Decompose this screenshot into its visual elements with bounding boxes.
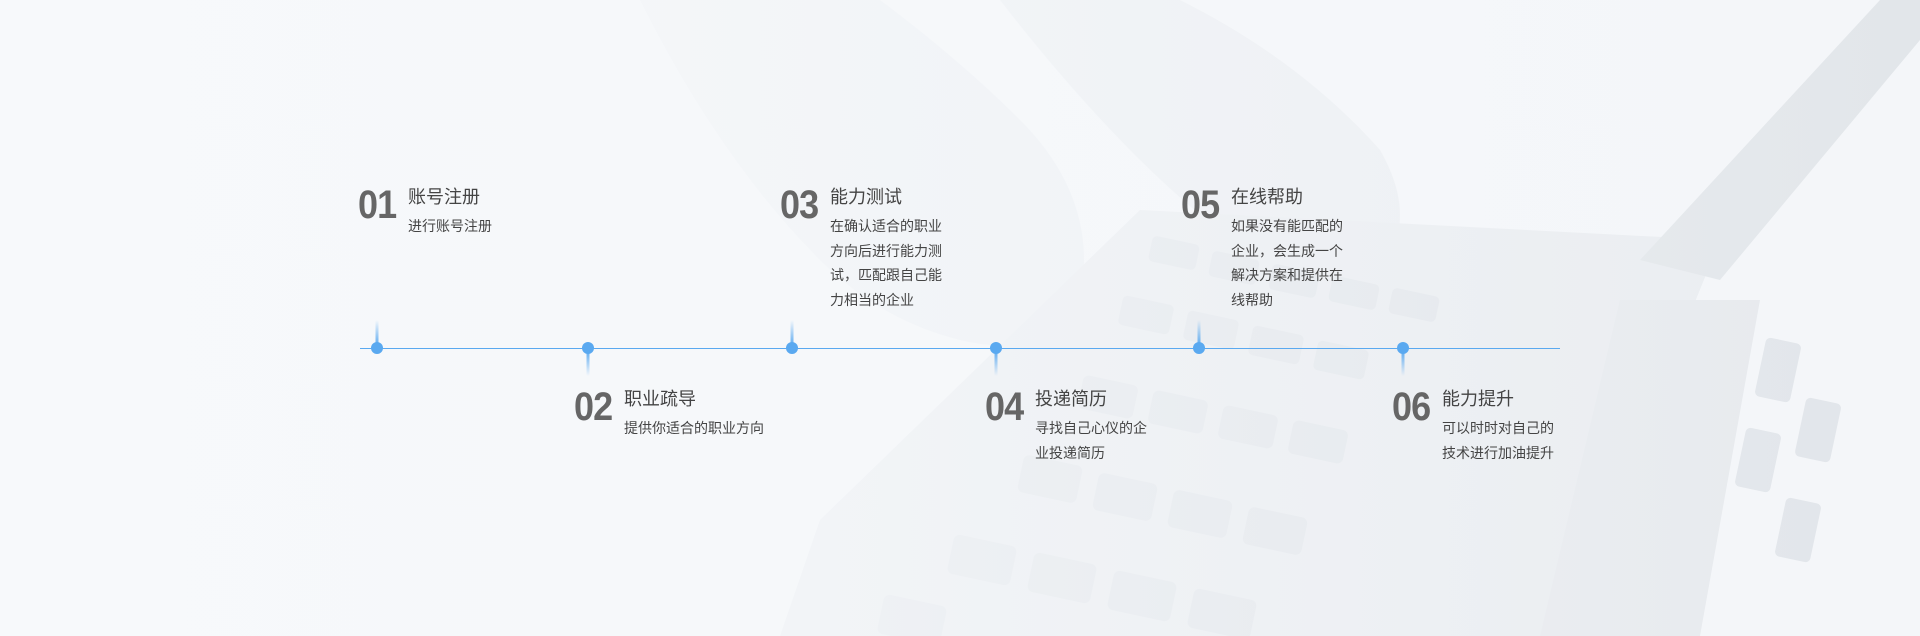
timeline-dot [786, 342, 798, 354]
step-description-line: 方向后进行能力测 [830, 243, 942, 260]
step-description-line: 技术进行加油提升 [1442, 445, 1554, 462]
timeline-pointer [994, 350, 998, 376]
step-description: 提供你适合的职业方向 [624, 417, 764, 442]
timeline-pointer [1401, 350, 1405, 376]
step-title: 账号注册 [408, 187, 480, 208]
step-number: 05 [1181, 183, 1220, 227]
timeline-pointer [375, 320, 379, 346]
step-description-line: 如果没有能匹配的 [1231, 219, 1343, 235]
step-title: 能力测试 [830, 187, 902, 208]
step-description-line: 业投递简历 [1035, 445, 1105, 462]
timeline-step: 03 能力测试在确认适合的职业方向后进行能力测试，匹配跟自己能力相当的企业 [780, 185, 942, 313]
timeline-step: 02 职业疏导提供你适合的职业方向 [574, 387, 764, 442]
step-description-line: 企业，会生成一个 [1231, 243, 1343, 260]
step-description-line: 线帮助 [1231, 292, 1273, 309]
timeline-line [360, 348, 1560, 349]
timeline-step: 04 投递简历寻找自己心仪的企业投递简历 [985, 387, 1147, 466]
timeline-dot [371, 342, 383, 354]
step-description-line: 寻找自己心仪的企 [1035, 421, 1147, 437]
step-description: 进行账号注册 [408, 215, 492, 240]
step-description-line: 提供你适合的职业方向 [624, 421, 764, 437]
step-title: 投递简历 [1035, 389, 1107, 410]
step-number: 02 [574, 385, 613, 429]
step-description-line: 进行账号注册 [408, 219, 492, 235]
timeline-dot [1193, 342, 1205, 354]
step-title: 在线帮助 [1231, 187, 1303, 208]
step-description-line: 解决方案和提供在 [1231, 268, 1343, 284]
step-description: 可以时时对自己的技术进行加油提升 [1442, 417, 1554, 466]
timeline-dot [582, 342, 594, 354]
timeline-pointer [586, 350, 590, 376]
timeline-step: 05 在线帮助如果没有能匹配的企业，会生成一个解决方案和提供在线帮助 [1181, 185, 1343, 313]
step-description-line: 可以时时对自己的 [1442, 421, 1554, 437]
step-description-line: 试，匹配跟自己能 [830, 268, 942, 284]
step-description: 在确认适合的职业方向后进行能力测试，匹配跟自己能力相当的企业 [830, 215, 942, 313]
step-description-line: 在确认适合的职业 [830, 219, 942, 235]
timeline-pointer [1197, 320, 1201, 346]
step-number: 01 [358, 183, 397, 227]
step-description: 寻找自己心仪的企业投递简历 [1035, 417, 1147, 466]
timeline-dot [990, 342, 1002, 354]
step-number: 04 [985, 385, 1024, 429]
step-description: 如果没有能匹配的企业，会生成一个解决方案和提供在线帮助 [1231, 215, 1343, 313]
timeline-pointer [790, 320, 794, 346]
step-title: 能力提升 [1442, 389, 1514, 410]
timeline-dot [1397, 342, 1409, 354]
timeline-step: 06 能力提升可以时时对自己的技术进行加油提升 [1392, 387, 1554, 466]
step-title: 职业疏导 [624, 389, 696, 410]
step-number: 06 [1392, 385, 1431, 429]
step-number: 03 [780, 183, 819, 227]
step-description-line: 力相当的企业 [830, 292, 914, 309]
timeline-step: 01 账号注册进行账号注册 [358, 185, 492, 240]
